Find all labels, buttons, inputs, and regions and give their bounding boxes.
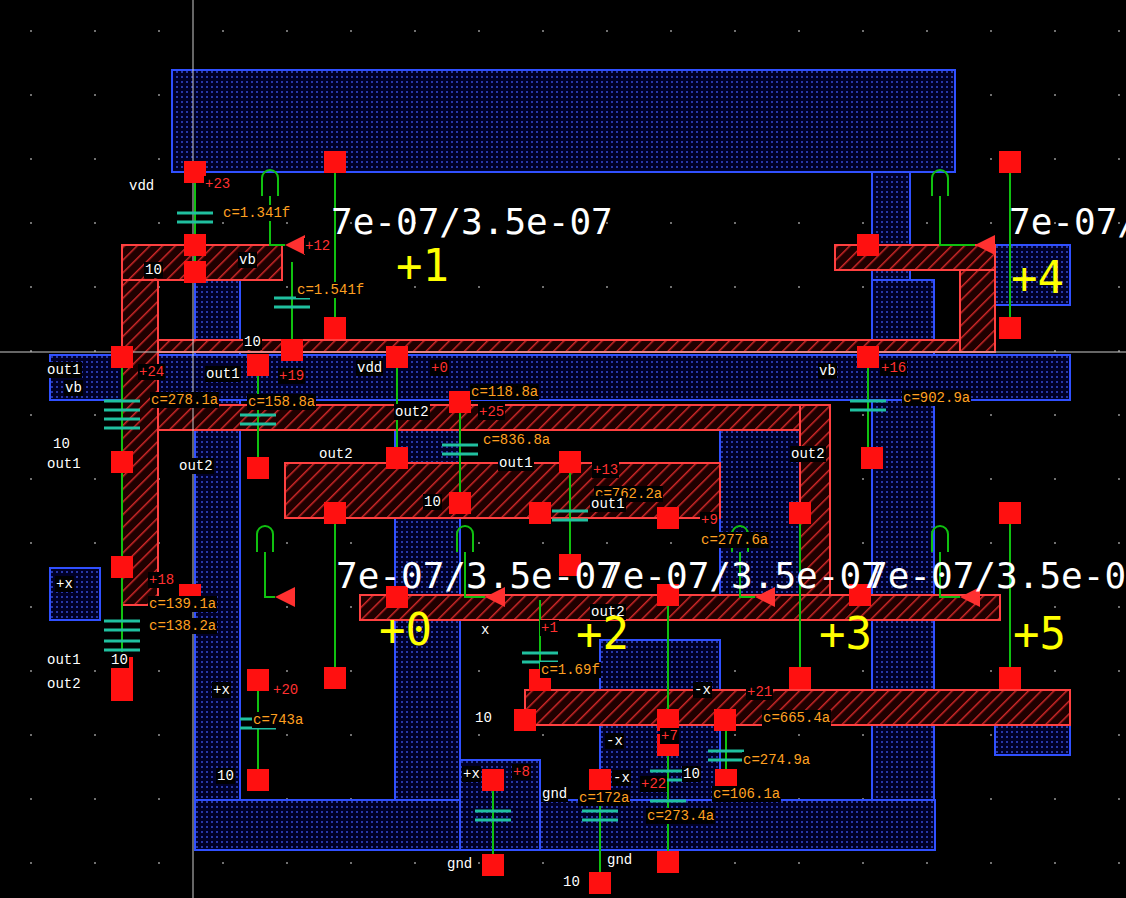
net-label: vb <box>818 363 837 379</box>
net-label: 10 <box>243 334 262 350</box>
node-number: +0 <box>430 360 449 376</box>
node-number: +22 <box>640 776 667 792</box>
net-label: out1 <box>46 652 82 668</box>
net-label: out2 <box>178 458 214 474</box>
node-number: +7 <box>660 728 679 744</box>
net-label: 10 <box>562 874 581 890</box>
net-label: gnd <box>541 786 568 802</box>
net-label: 10 <box>52 436 71 452</box>
net-label: out2 <box>46 676 82 692</box>
node-number: +9 <box>700 512 719 528</box>
node-number: +24 <box>138 364 165 380</box>
capacitance-value: c=902.9a <box>902 390 971 406</box>
capacitance-value: c=1.541f <box>296 282 365 298</box>
node-number: +19 <box>278 368 305 384</box>
net-label: -x <box>605 733 624 749</box>
capacitance-value: c=743a <box>252 712 304 728</box>
device-dimension: 7e-07/3.5e-07 <box>1008 202 1126 242</box>
device-dimension: 7e-07/3.5e-07 <box>330 202 614 242</box>
node-number: +23 <box>204 176 231 192</box>
node-number: +16 <box>880 360 907 376</box>
net-label: 10 <box>682 766 701 782</box>
net-label: out2 <box>318 446 354 462</box>
net-label: out1 <box>46 456 82 472</box>
net-label: out1 <box>205 366 241 382</box>
node-number: +12 <box>304 238 331 254</box>
capacitance-value: c=158.8a <box>247 394 316 410</box>
node-number: +1 <box>540 620 559 636</box>
device-dimension: 7e-07/3.5e-07 <box>865 556 1126 596</box>
net-label: 10 <box>474 710 493 726</box>
capacitance-value: c=277.6a <box>700 532 769 548</box>
net-label: out1 <box>46 362 82 378</box>
net-label: vb <box>64 380 83 396</box>
net-label: 10 <box>216 768 235 784</box>
net-label: +x <box>55 576 74 592</box>
device-number: +5 <box>1012 612 1067 656</box>
capacitance-value: c=836.8a <box>482 432 551 448</box>
capacitance-value: c=1.341f <box>222 205 291 221</box>
capacitance-value: c=274.9a <box>742 752 811 768</box>
device-number: +1 <box>395 244 450 288</box>
net-label: 10 <box>423 494 442 510</box>
net-label: +x <box>212 682 231 698</box>
net-label: out2 <box>790 446 826 462</box>
capacitance-value: c=139.1a <box>148 596 217 612</box>
net-label: +x <box>462 766 481 782</box>
net-label: 10 <box>110 652 129 668</box>
net-label: gnd <box>606 852 633 868</box>
net-label: vdd <box>128 178 155 194</box>
node-number: +13 <box>592 462 619 478</box>
capacitance-value: c=138.2a <box>148 618 217 634</box>
capacitance-value: c=665.4a <box>762 710 831 726</box>
capacitance-value: c=1.69f <box>540 662 601 678</box>
device-number: +3 <box>818 612 873 656</box>
net-label: out1 <box>498 455 534 471</box>
net-label: -x <box>612 770 631 786</box>
net-label: vb <box>238 252 257 268</box>
device-number: +0 <box>378 608 433 652</box>
net-label: out2 <box>394 404 430 420</box>
node-number: +21 <box>746 684 773 700</box>
capacitance-value: c=118.8a <box>470 384 539 400</box>
capacitance-value: c=106.1a <box>712 786 781 802</box>
device-dimension: 7e-07/3.5e-07 <box>600 556 884 596</box>
net-label: vdd <box>356 360 383 376</box>
capacitance-value: c=278.1a <box>150 392 219 408</box>
device-number: +4 <box>1010 256 1065 300</box>
node-number: +8 <box>512 764 531 780</box>
net-label: -x <box>693 682 712 698</box>
node-number: +25 <box>478 404 505 420</box>
device-number: +2 <box>575 612 630 656</box>
net-label: out1 <box>590 496 626 512</box>
net-label: gnd <box>446 856 473 872</box>
net-label: 10 <box>144 262 163 278</box>
node-number: +20 <box>272 682 299 698</box>
capacitance-value: c=273.4a <box>646 808 715 824</box>
device-dimension: 7e-07/3.5e-07 <box>335 556 619 596</box>
net-label: x <box>480 622 490 638</box>
capacitance-value: c=172a <box>578 790 630 806</box>
node-number: +18 <box>148 572 175 588</box>
